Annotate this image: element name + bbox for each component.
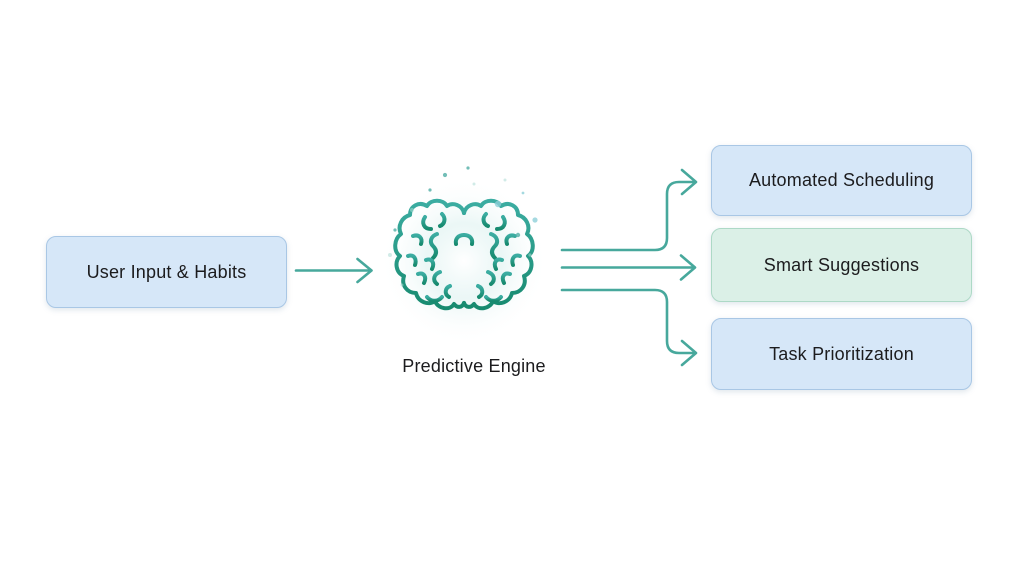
arrow-engine-to-smart-suggestions [560, 254, 697, 281]
node-task-prioritization-label: Task Prioritization [769, 343, 914, 364]
node-smart-suggestions: Smart Suggestions [711, 228, 972, 302]
node-smart-suggestions-label: Smart Suggestions [763, 254, 920, 275]
node-user-input-label: User Input & Habits [86, 261, 247, 282]
predictive-engine-label: Predictive Engine [402, 356, 546, 376]
node-user-input: User Input & Habits [46, 236, 287, 308]
arrow-engine-to-automated-scheduling [560, 168, 698, 252]
arrow-engine-to-task-prioritization [560, 288, 698, 367]
node-automated-scheduling-label: Automated Scheduling [748, 170, 935, 190]
predictive-engine-node [375, 155, 560, 345]
arrow-input-to-engine [294, 257, 373, 284]
node-automated-scheduling: Automated Scheduling [711, 145, 972, 216]
node-task-prioritization: Task Prioritization [711, 318, 972, 390]
brain-sparkle-dots [388, 166, 538, 287]
brain-icon [380, 166, 548, 345]
